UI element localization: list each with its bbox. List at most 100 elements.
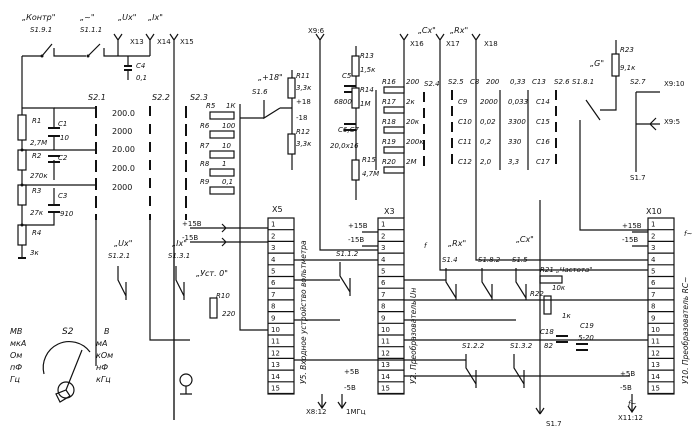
s181-label: S1.8.1	[572, 78, 594, 86]
x10-pin-2: 2	[651, 232, 655, 240]
x3-pin-9: 9	[381, 314, 385, 322]
c1-value: 10	[60, 134, 69, 142]
dial-unit-r4: кГц	[96, 375, 111, 384]
plus18-label: +18	[296, 98, 311, 106]
c4-label: C4	[136, 62, 145, 70]
x10-title: X10	[646, 207, 662, 216]
dial-unit-l4: пФ	[10, 363, 22, 372]
r13-label: R13	[360, 52, 374, 60]
r3-value: 27к	[30, 209, 44, 217]
x3-pin-11: 11	[381, 338, 390, 346]
x10-f: f~	[684, 230, 692, 238]
top-switch-row: „Контр" S1.9.1 „~" S1.1.1 „Ux" „Ix" X13 …	[21, 13, 194, 420]
x3-f: f	[424, 242, 428, 250]
r3-label: R3	[32, 187, 41, 195]
c10-label: C10	[458, 118, 472, 126]
x5-pin-3: 3	[271, 244, 275, 252]
wire-top	[118, 55, 150, 66]
r11-label: R11	[296, 72, 310, 80]
mid-s131: S1.3.1	[168, 252, 190, 260]
mhz-label: 1МГц	[346, 408, 366, 416]
s17-top-label: S1.7	[630, 174, 646, 182]
c15-label: C15	[536, 118, 550, 126]
r5-value: 1К	[226, 102, 236, 110]
label-s111: S1.1.1	[80, 26, 102, 34]
s24-label: S2.4	[424, 80, 440, 88]
x10-pin-1: 1	[651, 221, 655, 229]
mid-s121: S1.2.1	[108, 252, 130, 260]
cap-head-2: 200	[486, 78, 500, 86]
x5-pin-15: 15	[271, 385, 280, 393]
x3-pin-13: 13	[381, 361, 390, 369]
r2-value: 270к	[30, 172, 48, 180]
x10-caption: У10. Преобразователь RC~	[681, 277, 690, 384]
s27-label: S2.7	[630, 78, 646, 86]
mid-c18: C18	[540, 328, 554, 336]
r9-label: R9	[200, 178, 210, 186]
switch-s191	[22, 43, 72, 57]
dial-unit-l3: Ом	[10, 351, 22, 360]
r16-label: R16	[382, 78, 396, 86]
x5-minus15: -15В	[182, 234, 198, 242]
label-x15: X15	[180, 38, 194, 46]
dial-arc	[42, 341, 91, 375]
dial-unit-r1: мА	[96, 339, 108, 348]
r18-label: R18	[382, 118, 396, 126]
x96-line: X9:6	[308, 27, 325, 200]
c1-label: C1	[58, 120, 67, 128]
r15-value: 4,7М	[362, 170, 379, 178]
x10-pin-9: 9	[651, 314, 655, 322]
x3-pin-4: 4	[381, 256, 386, 264]
r13-value: 1,5к	[360, 66, 376, 74]
x3-pin-5: 5	[381, 268, 385, 276]
terminal-x14	[145, 33, 155, 56]
x5-pin-12: 12	[271, 349, 280, 357]
switch-s111	[72, 43, 118, 57]
minus18-label: -18	[296, 114, 307, 122]
r16-r20: „Cx" „Rx" X16 X17 X18 S2.4 R16 200 R17 2…	[375, 26, 498, 200]
x95-label: X9:5	[664, 118, 680, 126]
x10-pin-14: 14	[651, 373, 660, 381]
resistor-r4	[17, 224, 27, 246]
bus-lines	[190, 180, 648, 377]
cx-top: „Cx"	[418, 26, 436, 35]
c13-label: C13	[532, 78, 546, 86]
plus18-title: „+18"	[258, 73, 283, 82]
x10-minus15: -15В	[622, 236, 638, 244]
s21-label: S2.1	[88, 93, 106, 102]
x5-title: X5	[272, 205, 283, 214]
x5-pin-7: 7	[271, 291, 275, 299]
dial-unit-r0: В	[104, 327, 110, 336]
dial-knob	[57, 381, 75, 399]
label-x14: X14	[157, 38, 171, 46]
bottom-labels: X8:12 1МГц S1.7 X11:12	[306, 394, 643, 428]
r14-value: 1М	[360, 100, 371, 108]
x3-pin-1: 1	[381, 221, 385, 229]
mid-r21v: 10к	[552, 284, 566, 292]
r5-label: R5	[206, 102, 216, 110]
mid-s122: S1.2.2	[462, 342, 485, 350]
r1-value: 2,7M	[30, 139, 47, 147]
x5-pin-14: 14	[271, 373, 280, 381]
r15-label: R15	[362, 156, 376, 164]
x910-label: X9:10	[664, 80, 685, 88]
capacitor-c1	[48, 127, 60, 137]
c5-value: 6800	[334, 98, 352, 106]
c11-value: 0,2	[480, 138, 492, 146]
r6-label: R6	[200, 122, 210, 130]
s17-bottom: S1.7	[546, 420, 562, 428]
r14-label: R14	[360, 86, 374, 94]
label-x13: X13	[130, 38, 144, 46]
x5-pin-1: 1	[271, 221, 275, 229]
dial-unit-l1: МВ	[10, 327, 22, 336]
x10-plus15: +15В	[622, 222, 642, 230]
mid-r22: R22	[530, 290, 544, 298]
s21-value-1: 200.0	[112, 109, 135, 118]
mid-s132: S1.3.2	[510, 342, 533, 350]
r7-value: 10	[222, 142, 231, 150]
cap-right-top: 0,33	[510, 78, 526, 86]
test-point	[179, 373, 193, 387]
mid-ix: „Ix"	[172, 239, 187, 248]
r8-value: 1	[222, 160, 226, 168]
